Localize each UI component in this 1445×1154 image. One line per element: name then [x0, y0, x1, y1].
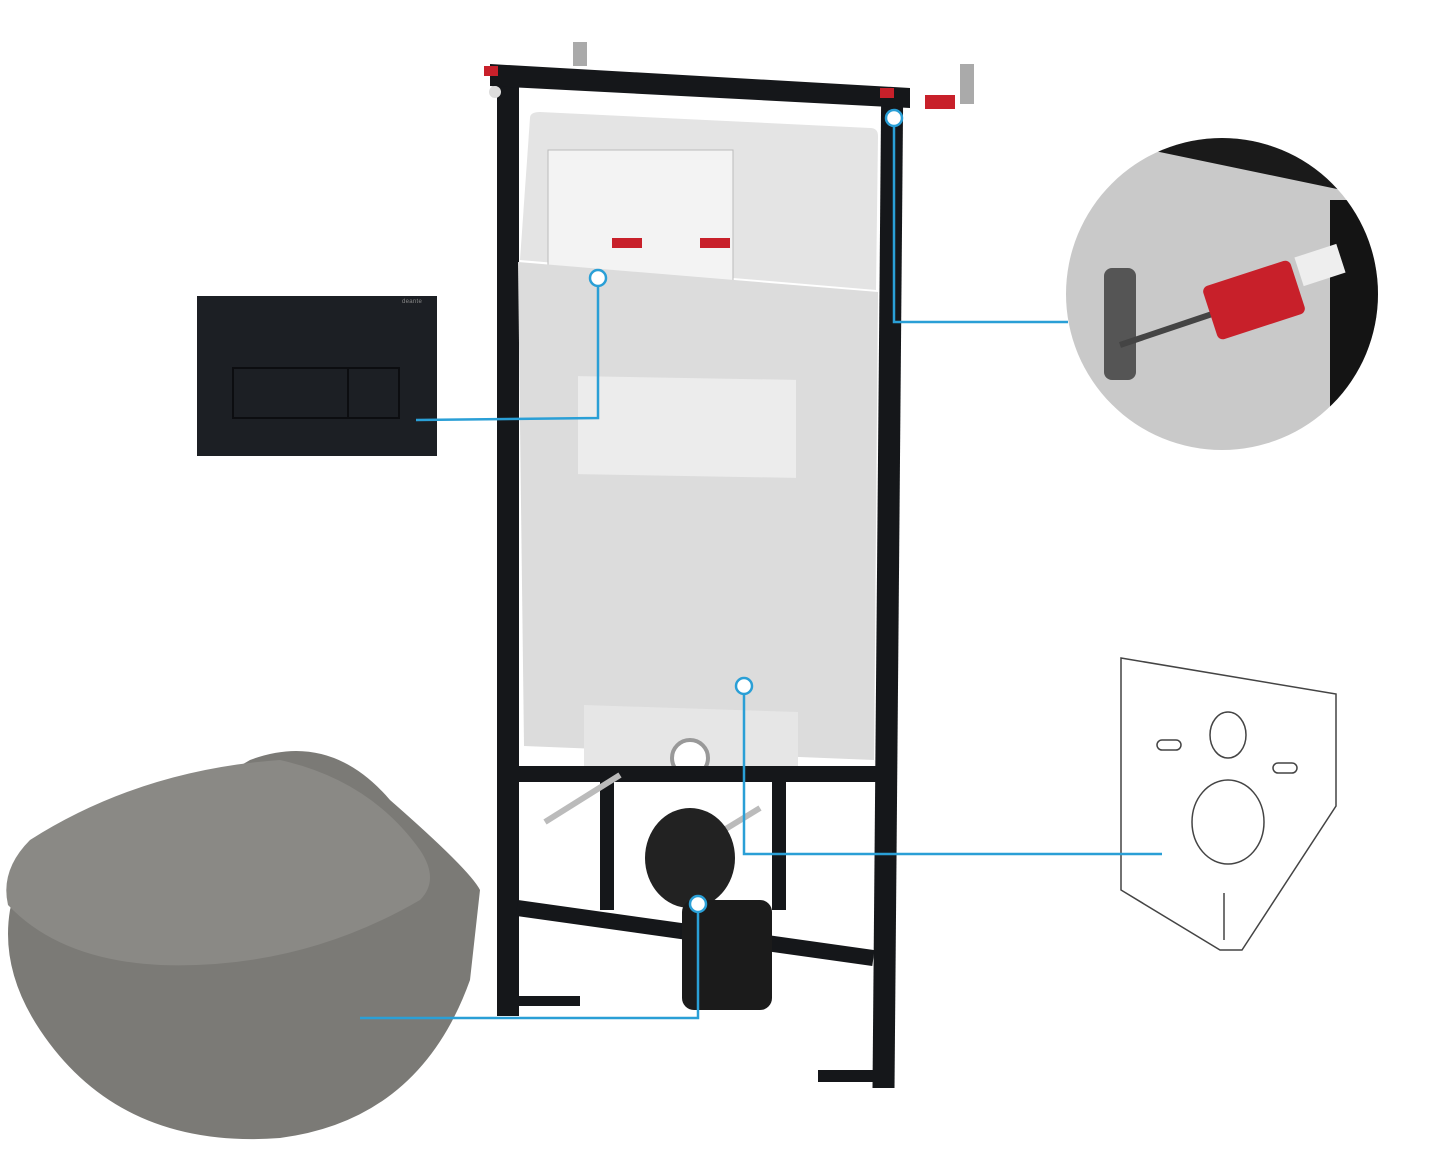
wall-hung-toilet [6, 751, 480, 1140]
soundproof-mat [1120, 657, 1337, 951]
installation-frame [484, 42, 974, 1088]
wall-bracket-detail [1066, 138, 1378, 450]
flush-plate [197, 296, 437, 456]
brand-logo: deante [402, 299, 423, 305]
callout-lines [360, 108, 1162, 1020]
